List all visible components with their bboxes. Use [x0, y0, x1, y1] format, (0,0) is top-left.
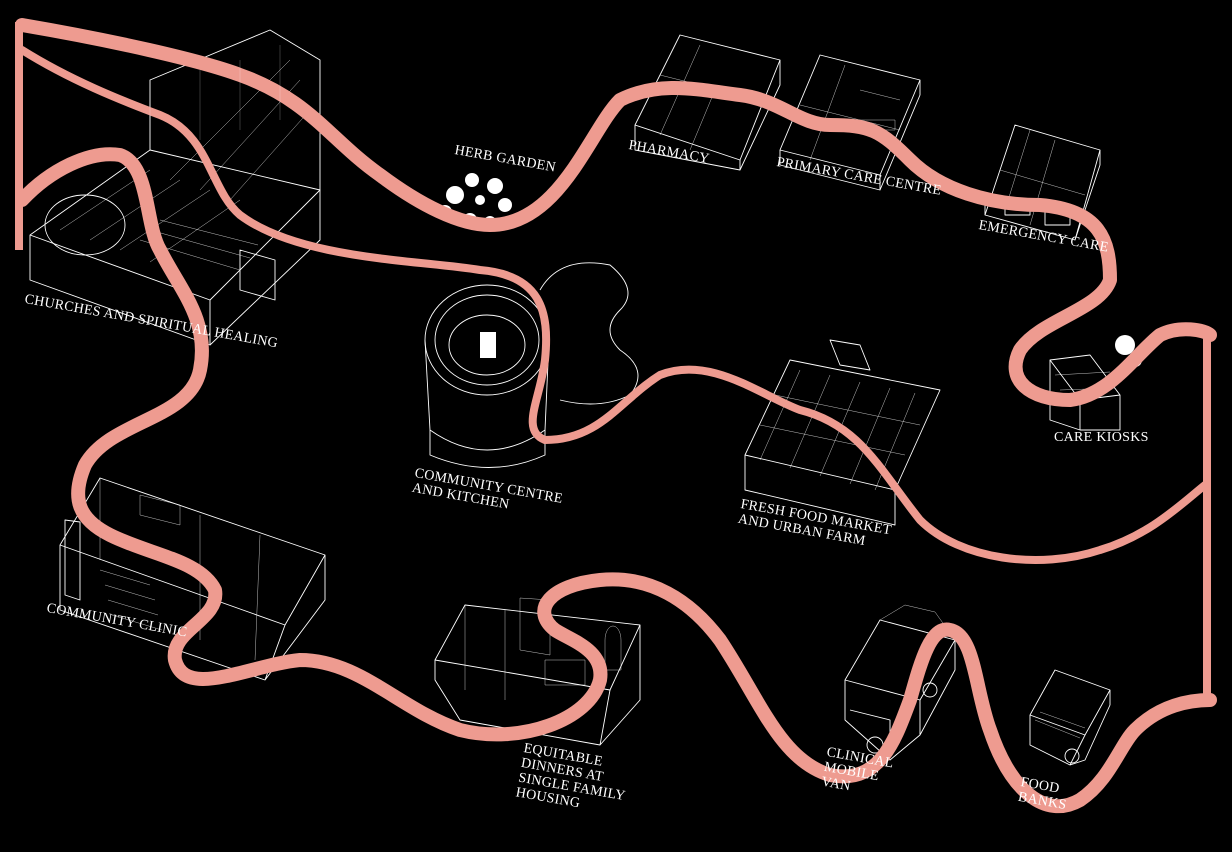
right-anchor-bar: [1203, 330, 1211, 698]
church-building-icon: [29, 29, 321, 346]
food-truck-icon: [1029, 669, 1111, 766]
care-path-ribbon: [15, 18, 1217, 814]
label-care-kiosks: CARE KIOSKS: [1054, 430, 1149, 445]
church-overlay-lines: [149, 45, 281, 150]
primary-care-building-icon: [779, 54, 921, 191]
pharmacy-building-icon: [634, 34, 781, 171]
clinic-building-icon: [59, 477, 326, 681]
kiosk-icon: [1049, 335, 1142, 431]
left-anchor-bar: [15, 22, 23, 250]
house-dining-icon: [434, 597, 641, 746]
market-farm-icon: [744, 339, 941, 526]
